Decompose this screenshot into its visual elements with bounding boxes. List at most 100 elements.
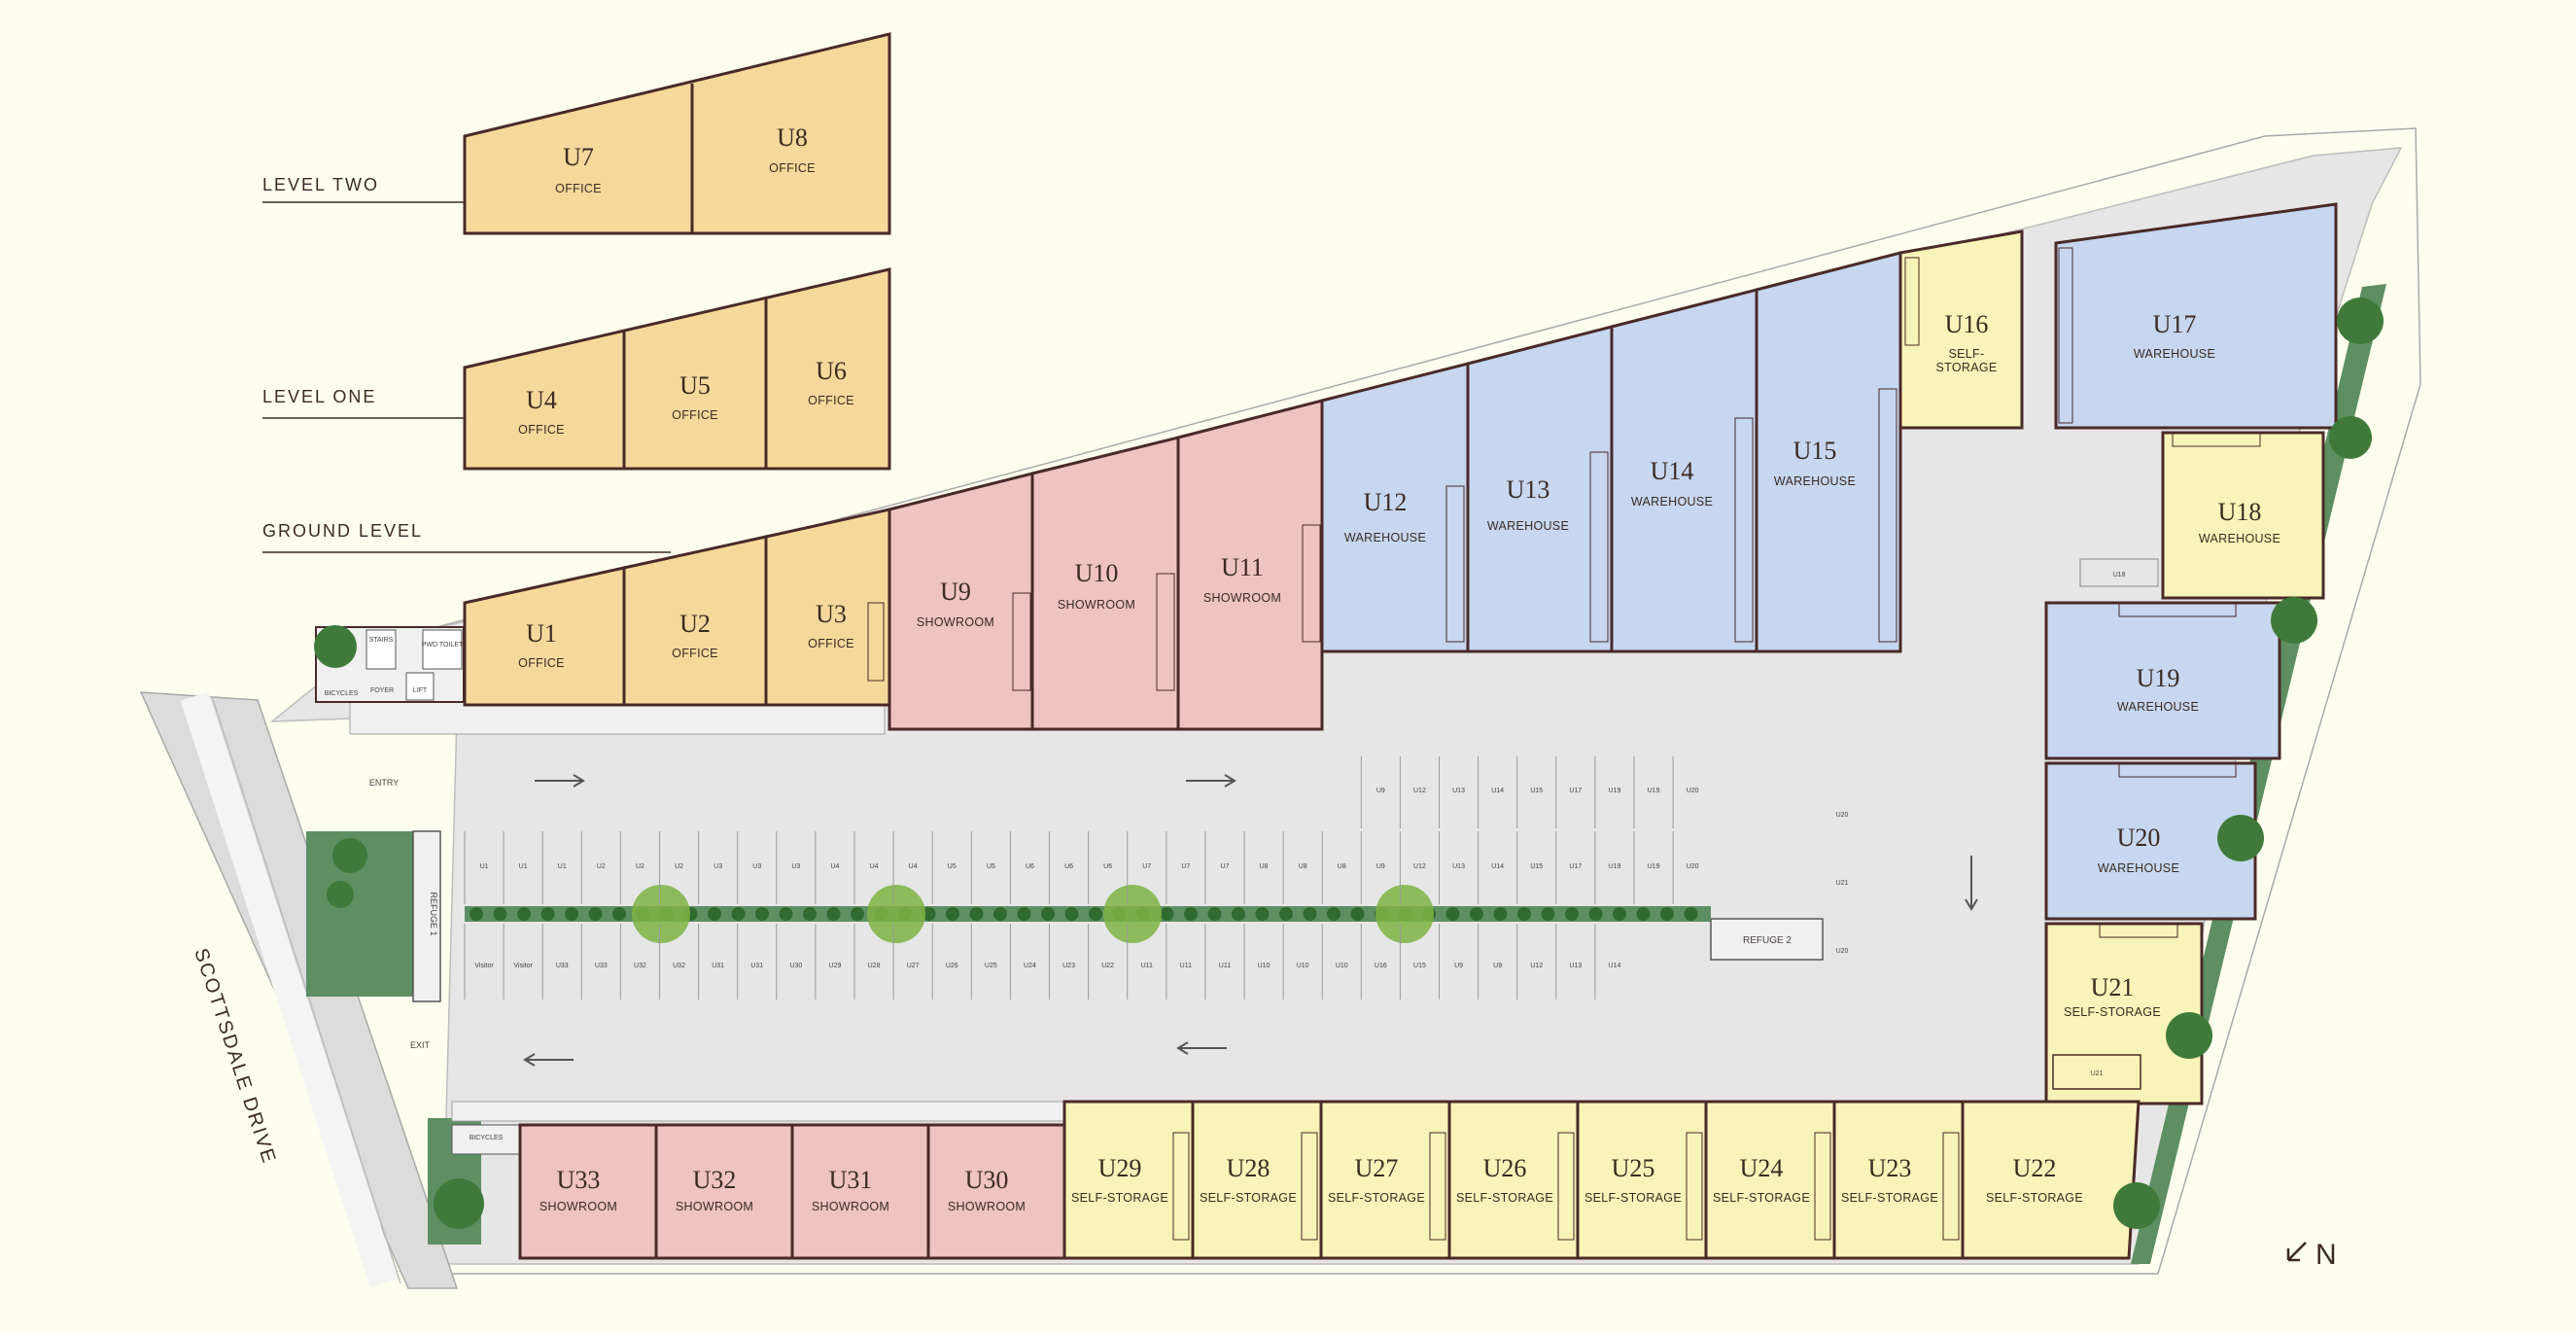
shrub — [1207, 907, 1222, 921]
unit-u17-number[interactable]: U17 — [2153, 310, 2197, 338]
unit-u1-type: OFFICE — [518, 656, 565, 670]
unit-u25-number[interactable]: U25 — [1612, 1154, 1655, 1182]
unit-u16-number[interactable]: U16 — [1945, 310, 1989, 338]
parking-bay-label: U20 — [1836, 812, 1849, 819]
unit-u30-type: SHOWROOM — [948, 1200, 1026, 1213]
unit-u23-number[interactable]: U23 — [1868, 1154, 1912, 1182]
parking-bay-label: U4 — [909, 863, 918, 870]
unit-u7-type: OFFICE — [555, 182, 602, 195]
parking-bay-label: U1 — [519, 863, 528, 870]
unit-u2-type: OFFICE — [672, 647, 718, 660]
shrub — [1303, 907, 1317, 921]
unit-u17-type: WAREHOUSE — [2134, 347, 2215, 361]
unit-u2-number[interactable]: U2 — [679, 610, 711, 638]
unit-u31-number[interactable]: U31 — [829, 1166, 873, 1194]
unit-u13-number[interactable]: U13 — [1507, 475, 1550, 504]
parking-bay-label: Visitor — [513, 963, 533, 969]
foyer-label: FOYER — [370, 687, 394, 694]
unit-u20-number[interactable]: U20 — [2117, 824, 2161, 852]
parking-bay-label: U11 — [1219, 963, 1231, 969]
unit-u20-type: WAREHOUSE — [2098, 861, 2179, 875]
unit-u8-number[interactable]: U8 — [777, 123, 808, 152]
unit-u28-number[interactable]: U28 — [1227, 1154, 1271, 1182]
unit-u4-number[interactable]: U4 — [526, 386, 557, 414]
shrub — [470, 907, 483, 921]
unit-u3-number[interactable]: U3 — [816, 600, 847, 628]
parking-bay-label: U13 — [1452, 788, 1465, 794]
parking-bay-label: U24 — [1024, 963, 1036, 969]
unit-u33-number[interactable]: U33 — [557, 1166, 601, 1194]
unit-u30-number[interactable]: U30 — [965, 1166, 1009, 1194]
unit-u21-number[interactable]: U21 — [2091, 973, 2135, 1001]
unit-u18-number[interactable]: U18 — [2218, 498, 2262, 526]
unit-u6-number[interactable]: U6 — [816, 357, 847, 385]
shrub — [1445, 907, 1460, 921]
parking-bay-label: U19 — [1648, 788, 1660, 794]
street-name: SCOTTSDALE DRIVE — [190, 946, 280, 1167]
unit-u32-number[interactable]: U32 — [693, 1166, 737, 1194]
parking-bay-label: U15 — [1530, 788, 1543, 794]
unit-u9-type: SHOWROOM — [917, 615, 994, 629]
unit-u15-number[interactable]: U15 — [1793, 437, 1837, 465]
compass-label: N — [2315, 1239, 2337, 1271]
unit-u1-number[interactable]: U1 — [526, 619, 557, 648]
parking-bay-label: U19 — [1609, 788, 1621, 794]
parking-bay-label: U7 — [1181, 863, 1190, 870]
parking-bays — [464, 756, 1674, 1000]
parking-bay-label: U15 — [1413, 963, 1426, 969]
bicycles-top-label: BICYCLES — [325, 690, 359, 697]
unit-u22-number[interactable]: U22 — [2013, 1154, 2057, 1182]
parking-bay-label: U33 — [595, 963, 608, 969]
shrub — [588, 907, 603, 921]
unit-u24-type: SELF-STORAGE — [1713, 1191, 1810, 1205]
unit-u27-number[interactable]: U27 — [1355, 1154, 1399, 1182]
parking-bay-label: U19 — [1648, 863, 1660, 870]
unit-u25-type: SELF-STORAGE — [1584, 1191, 1682, 1205]
shrub — [731, 907, 746, 921]
shrub — [1613, 907, 1626, 921]
parking-bay-label: U1 — [480, 863, 489, 870]
unit-u22-room — [1961, 1100, 2141, 1260]
palm-trees — [632, 885, 1434, 943]
unit-u11-number[interactable]: U11 — [1221, 553, 1264, 581]
parking-bay-label: U1 — [558, 863, 567, 870]
parking-bay-label: U31 — [712, 963, 724, 969]
shrub — [755, 907, 769, 921]
unit-u29-number[interactable]: U29 — [1098, 1154, 1142, 1182]
unit-u12-number[interactable]: U12 — [1364, 488, 1408, 516]
shrub — [540, 907, 555, 921]
shrub — [708, 907, 721, 921]
unit-u7-number[interactable]: U7 — [563, 143, 594, 171]
parking-bay-label: U20 — [1687, 863, 1699, 870]
parking-bay-label: U9 — [1376, 863, 1385, 870]
unit-u14-number[interactable]: U14 — [1651, 457, 1694, 485]
unit-u23-type: SELF-STORAGE — [1841, 1191, 1938, 1205]
parking-bay-label: U4 — [870, 863, 879, 870]
unit-u9-number[interactable]: U9 — [940, 578, 971, 606]
unit-u8-type: OFFICE — [769, 161, 816, 175]
shrub — [1184, 907, 1198, 921]
unit-u5-number[interactable]: U5 — [679, 371, 711, 400]
unit-u4-type: OFFICE — [518, 423, 565, 437]
unit-u24-number[interactable]: U24 — [1740, 1154, 1784, 1182]
unit-u19-number[interactable]: U19 — [2137, 664, 2180, 692]
unit-u10-number[interactable]: U10 — [1075, 559, 1119, 587]
unit-u26-number[interactable]: U26 — [1483, 1154, 1527, 1182]
shrub — [1232, 907, 1245, 921]
parking-bay-label: U14 — [1609, 963, 1621, 969]
pwd-toilet-label: PWD TOILET — [422, 642, 464, 649]
shrub — [1541, 907, 1555, 921]
shrub — [1493, 907, 1508, 921]
parking-bay-label: U6 — [1064, 863, 1073, 870]
parking-bay-label: U22 — [1101, 963, 1114, 969]
unit-u26-room — [1447, 1100, 1580, 1260]
unit-u15-type: WAREHOUSE — [1774, 474, 1856, 488]
unit-u10-type: SHOWROOM — [1058, 598, 1135, 612]
parking-bay-label: U15 — [1530, 863, 1543, 870]
parking-bay-label: U23 — [1062, 963, 1075, 969]
shrub — [1660, 907, 1674, 921]
parking-bay-label: U31 — [750, 963, 763, 969]
parking-bay-label: U21 — [1836, 880, 1849, 887]
parking-bay-label: U2 — [597, 863, 606, 870]
